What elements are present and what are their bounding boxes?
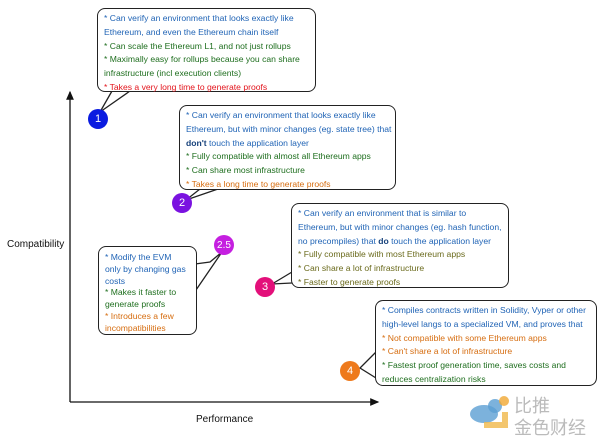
callout-line: * Maximally easy for rollups because you…	[104, 54, 300, 65]
callout-line: * Fully compatible with most Ethereum ap…	[298, 249, 466, 260]
callout-text: touch the application layer	[206, 137, 309, 148]
callout-line: Ethereum, and even the Ethereum chain it…	[104, 26, 279, 37]
callout-line: Ethereum, but with minor changes (eg. ha…	[298, 221, 502, 232]
callout-line: * Makes it faster to	[105, 287, 177, 298]
callout-line: * Can share a lot of infrastructure	[298, 263, 425, 274]
callout-line: generate proofs	[105, 299, 166, 310]
callout-line: only by changing gas	[105, 263, 186, 274]
bird-logo-icon: 比推 金色财经	[470, 396, 586, 439]
callout-line: * Takes a very long time to generate pro…	[104, 81, 268, 92]
callout-line: * Introduces a few	[105, 310, 174, 321]
callout-text: touch the application layer	[388, 235, 491, 246]
svg-text:金色财经: 金色财经	[514, 418, 586, 438]
callout-3: * Can verify an environment that is simi…	[291, 203, 509, 288]
callout-line: Ethereum, but with minor changes (eg. st…	[186, 123, 392, 134]
callout-line: * Can scale the Ethereum L1, and not jus…	[104, 40, 291, 51]
y-axis-label: Compatibility	[7, 239, 65, 250]
callout-line: * Can share most infrastructure	[186, 165, 305, 176]
point-2-5: 2.5	[214, 235, 234, 255]
callout-line: costs	[105, 275, 126, 286]
callout-line: * Not compatible with some Ethereum apps	[382, 332, 547, 343]
callout-tails	[99, 90, 377, 379]
callout-2: * Can verify an environment that looks e…	[179, 105, 396, 190]
callout-line: high-level langs to a specialized VM, an…	[382, 318, 583, 329]
callout-line: * Compiles contracts written in Solidity…	[382, 305, 586, 315]
point-1: 1	[88, 109, 108, 129]
svg-text:比推: 比推	[514, 396, 550, 417]
point-3: 3	[255, 277, 275, 297]
emphasis: don't	[186, 137, 207, 148]
callout-line: * Takes a long time to generate proofs	[186, 178, 331, 189]
callout-line: * Can verify an environment that looks e…	[186, 110, 376, 120]
point-2: 2	[172, 193, 192, 213]
callout-line: * Can verify an environment that is simi…	[298, 208, 467, 218]
callout-4: * Compiles contracts written in Solidity…	[375, 300, 597, 386]
callout-text: no precompiles) that	[298, 235, 379, 246]
callout-line: * Faster to generate proofs	[298, 276, 401, 287]
point-4: 4	[340, 361, 360, 381]
callout-line: infrastructure (incl execution clients)	[104, 68, 242, 79]
callout-line: reduces centralization risks	[382, 373, 486, 384]
x-axis-label: Performance	[196, 414, 254, 425]
watermark-logo: 比推 金色财经	[462, 392, 597, 439]
callout-line: don't touch the application layer	[186, 137, 389, 151]
callout-2-5: * Modify the EVM only by changing gas co…	[98, 246, 197, 335]
callout-line: incompatibilities	[105, 322, 166, 333]
callout-line: * Fastest proof generation time, saves c…	[382, 360, 566, 371]
callout-line: * Fully compatible with almost all Ether…	[186, 151, 371, 162]
callout-line: * Can't share a lot of infrastructure	[382, 346, 513, 357]
callout-line: no precompiles) that do touch the applic…	[298, 235, 502, 249]
callout-1: * Can verify an environment that looks e…	[97, 8, 316, 92]
emphasis: do	[378, 235, 389, 246]
callout-line: * Modify the EVM	[105, 252, 172, 262]
callout-line: * Can verify an environment that looks e…	[104, 13, 294, 23]
